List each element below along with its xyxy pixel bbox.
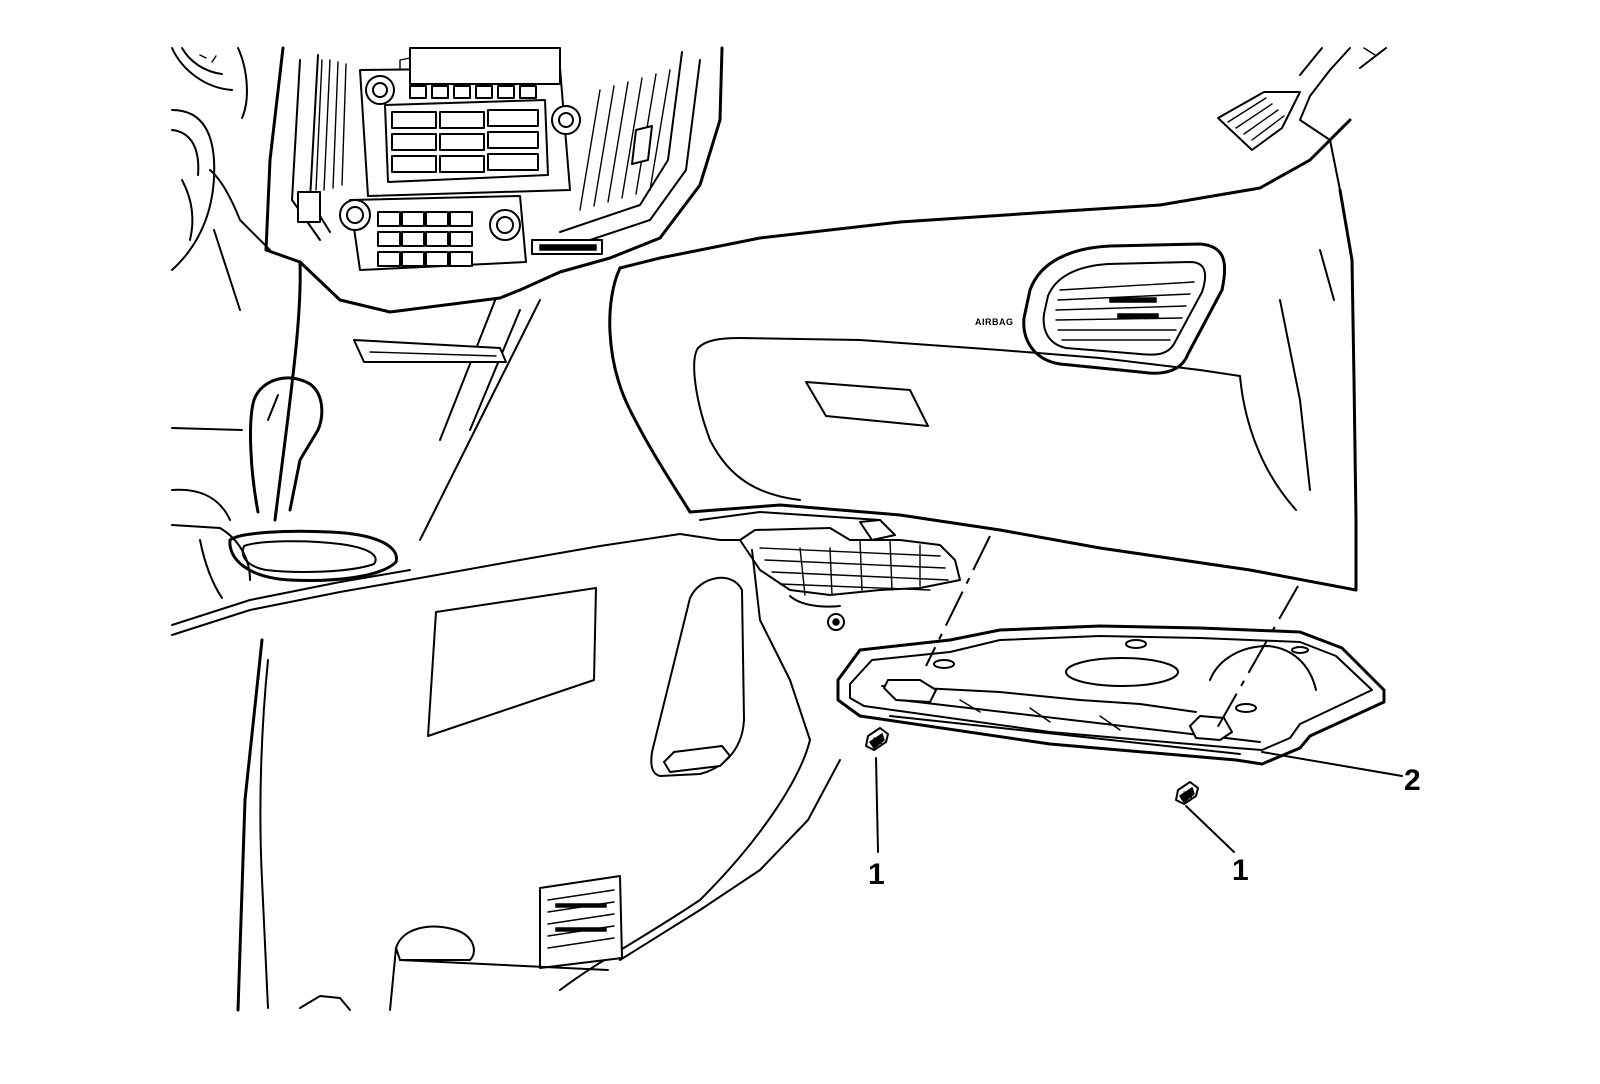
- console-side-recess: [427, 587, 597, 737]
- alignment-line-left: [925, 535, 991, 667]
- glove-box: [608, 266, 1358, 592]
- preset-buttons: [409, 85, 537, 99]
- callout-1-right: 1: [1232, 854, 1249, 887]
- console-side-panel: [236, 549, 841, 1012]
- leader-line-fastener-left: [875, 757, 879, 853]
- side-vent: [1217, 91, 1301, 151]
- callout-1-left: 1: [868, 858, 885, 891]
- cup-holder: [228, 529, 398, 582]
- console-side-handle: [650, 576, 745, 777]
- radio-button-grid: [391, 109, 539, 173]
- leader-line-panel: [1261, 751, 1403, 777]
- passenger-air-vent: [1022, 242, 1227, 375]
- instrument-cluster: [171, 47, 271, 311]
- floor-vent: [539, 875, 623, 969]
- alignment-line-right: [1215, 585, 1299, 731]
- console-storage-slot: [353, 339, 507, 363]
- fastener-left: [865, 727, 889, 751]
- leader-line-fastener-right: [1185, 805, 1235, 853]
- callouts: 1 1 2: [868, 751, 1421, 891]
- glove-box-handle: [805, 381, 929, 427]
- center-stack: [264, 46, 724, 314]
- knee-bolster-panel: [836, 624, 1386, 766]
- airbag-label: AIRBAG: [975, 317, 1014, 327]
- under-dash-components: [719, 519, 961, 631]
- upper-dash: [618, 47, 1387, 592]
- gear-shifter: [249, 376, 324, 514]
- callout-2: 2: [1404, 764, 1421, 797]
- center-console: [171, 260, 721, 636]
- hvac-buttons: [377, 211, 473, 267]
- fastener-right: [1175, 781, 1199, 805]
- alignment-lines: [925, 535, 1299, 731]
